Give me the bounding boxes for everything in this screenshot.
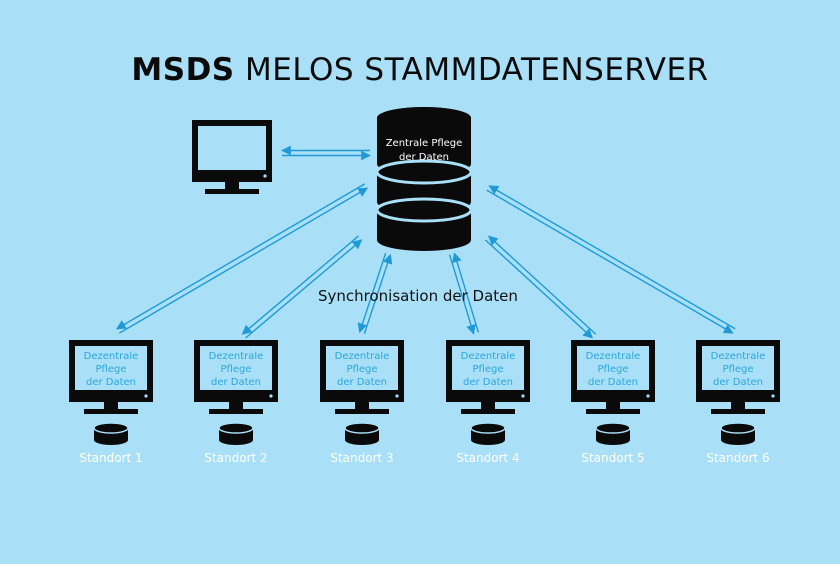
site-screen-label-line: Pflege (472, 364, 504, 375)
site-screen-label-line: Pflege (220, 364, 252, 375)
page-title: MSDS MELOS STAMMDATENSERVER (0, 52, 840, 88)
site-name: Standort 2 (204, 451, 268, 465)
site-screen-label-line: der Daten (85, 377, 137, 388)
site-screen-label-line: Dezentrale (585, 351, 641, 362)
site-database-icon (93, 422, 129, 445)
site-screen-label-line: Dezentrale (208, 351, 264, 362)
site-screen-label-line: Dezentrale (710, 351, 766, 362)
site-screen-label-line: Pflege (722, 364, 754, 375)
site-screen-label-line: der Daten (712, 377, 764, 388)
sync-arrow-site-1 (115, 183, 369, 334)
site-monitor-icon (194, 340, 278, 414)
site-monitor-icon (69, 340, 153, 414)
site-name: Standort 5 (581, 451, 645, 465)
site-name: Standort 3 (330, 451, 394, 465)
site-monitor-icon (696, 340, 780, 414)
sync-arrow-site-6 (486, 185, 736, 334)
site-monitor-icon (571, 340, 655, 414)
site-database-icon (595, 422, 631, 445)
site-screen-label-line: der Daten (336, 377, 388, 388)
site-screen-label-line: Pflege (95, 364, 127, 375)
site-screen-label-line: der Daten (462, 377, 514, 388)
server-label: Zentrale Pflege der Daten (380, 137, 468, 165)
site-screen-label-line: der Daten (587, 377, 639, 388)
site-screen-label-line: der Daten (210, 377, 262, 388)
sync-arrows (115, 145, 736, 339)
title-rest: MELOS STAMMDATENSERVER (234, 52, 709, 88)
site-screen-label-line: Dezentrale (334, 351, 390, 362)
site-database-icon (344, 422, 380, 445)
monitor-icon (192, 120, 272, 194)
database-icon (375, 107, 473, 251)
site-database-icon (720, 422, 756, 445)
site-monitor-icon (320, 340, 404, 414)
site-database-icon (218, 422, 254, 445)
server-label-line2: der Daten (398, 152, 450, 163)
sync-arrow-site-4 (448, 252, 480, 335)
site-screen-label-line: Dezentrale (460, 351, 516, 362)
site-screen-label-line: Pflege (597, 364, 629, 375)
site-screen-label-line: Dezentrale (83, 351, 139, 362)
site-name: Standort 6 (706, 451, 770, 465)
sync-label: Synchronisation der Daten (318, 287, 518, 305)
server-label-line1: Zentrale Pflege (385, 138, 463, 149)
admin-sync-arrow (281, 145, 371, 161)
site-name: Standort 1 (79, 451, 143, 465)
sync-arrow-site-5 (484, 235, 597, 339)
title-bold: MSDS (131, 52, 235, 88)
site-name: Standort 4 (456, 451, 520, 465)
site-monitor-icon (446, 340, 530, 414)
site-database-icon (470, 422, 506, 445)
devices (69, 107, 780, 445)
sync-arrow-site-2 (241, 235, 363, 339)
site-screen-label-line: Pflege (346, 364, 378, 375)
sync-arrow-site-3 (357, 252, 393, 335)
